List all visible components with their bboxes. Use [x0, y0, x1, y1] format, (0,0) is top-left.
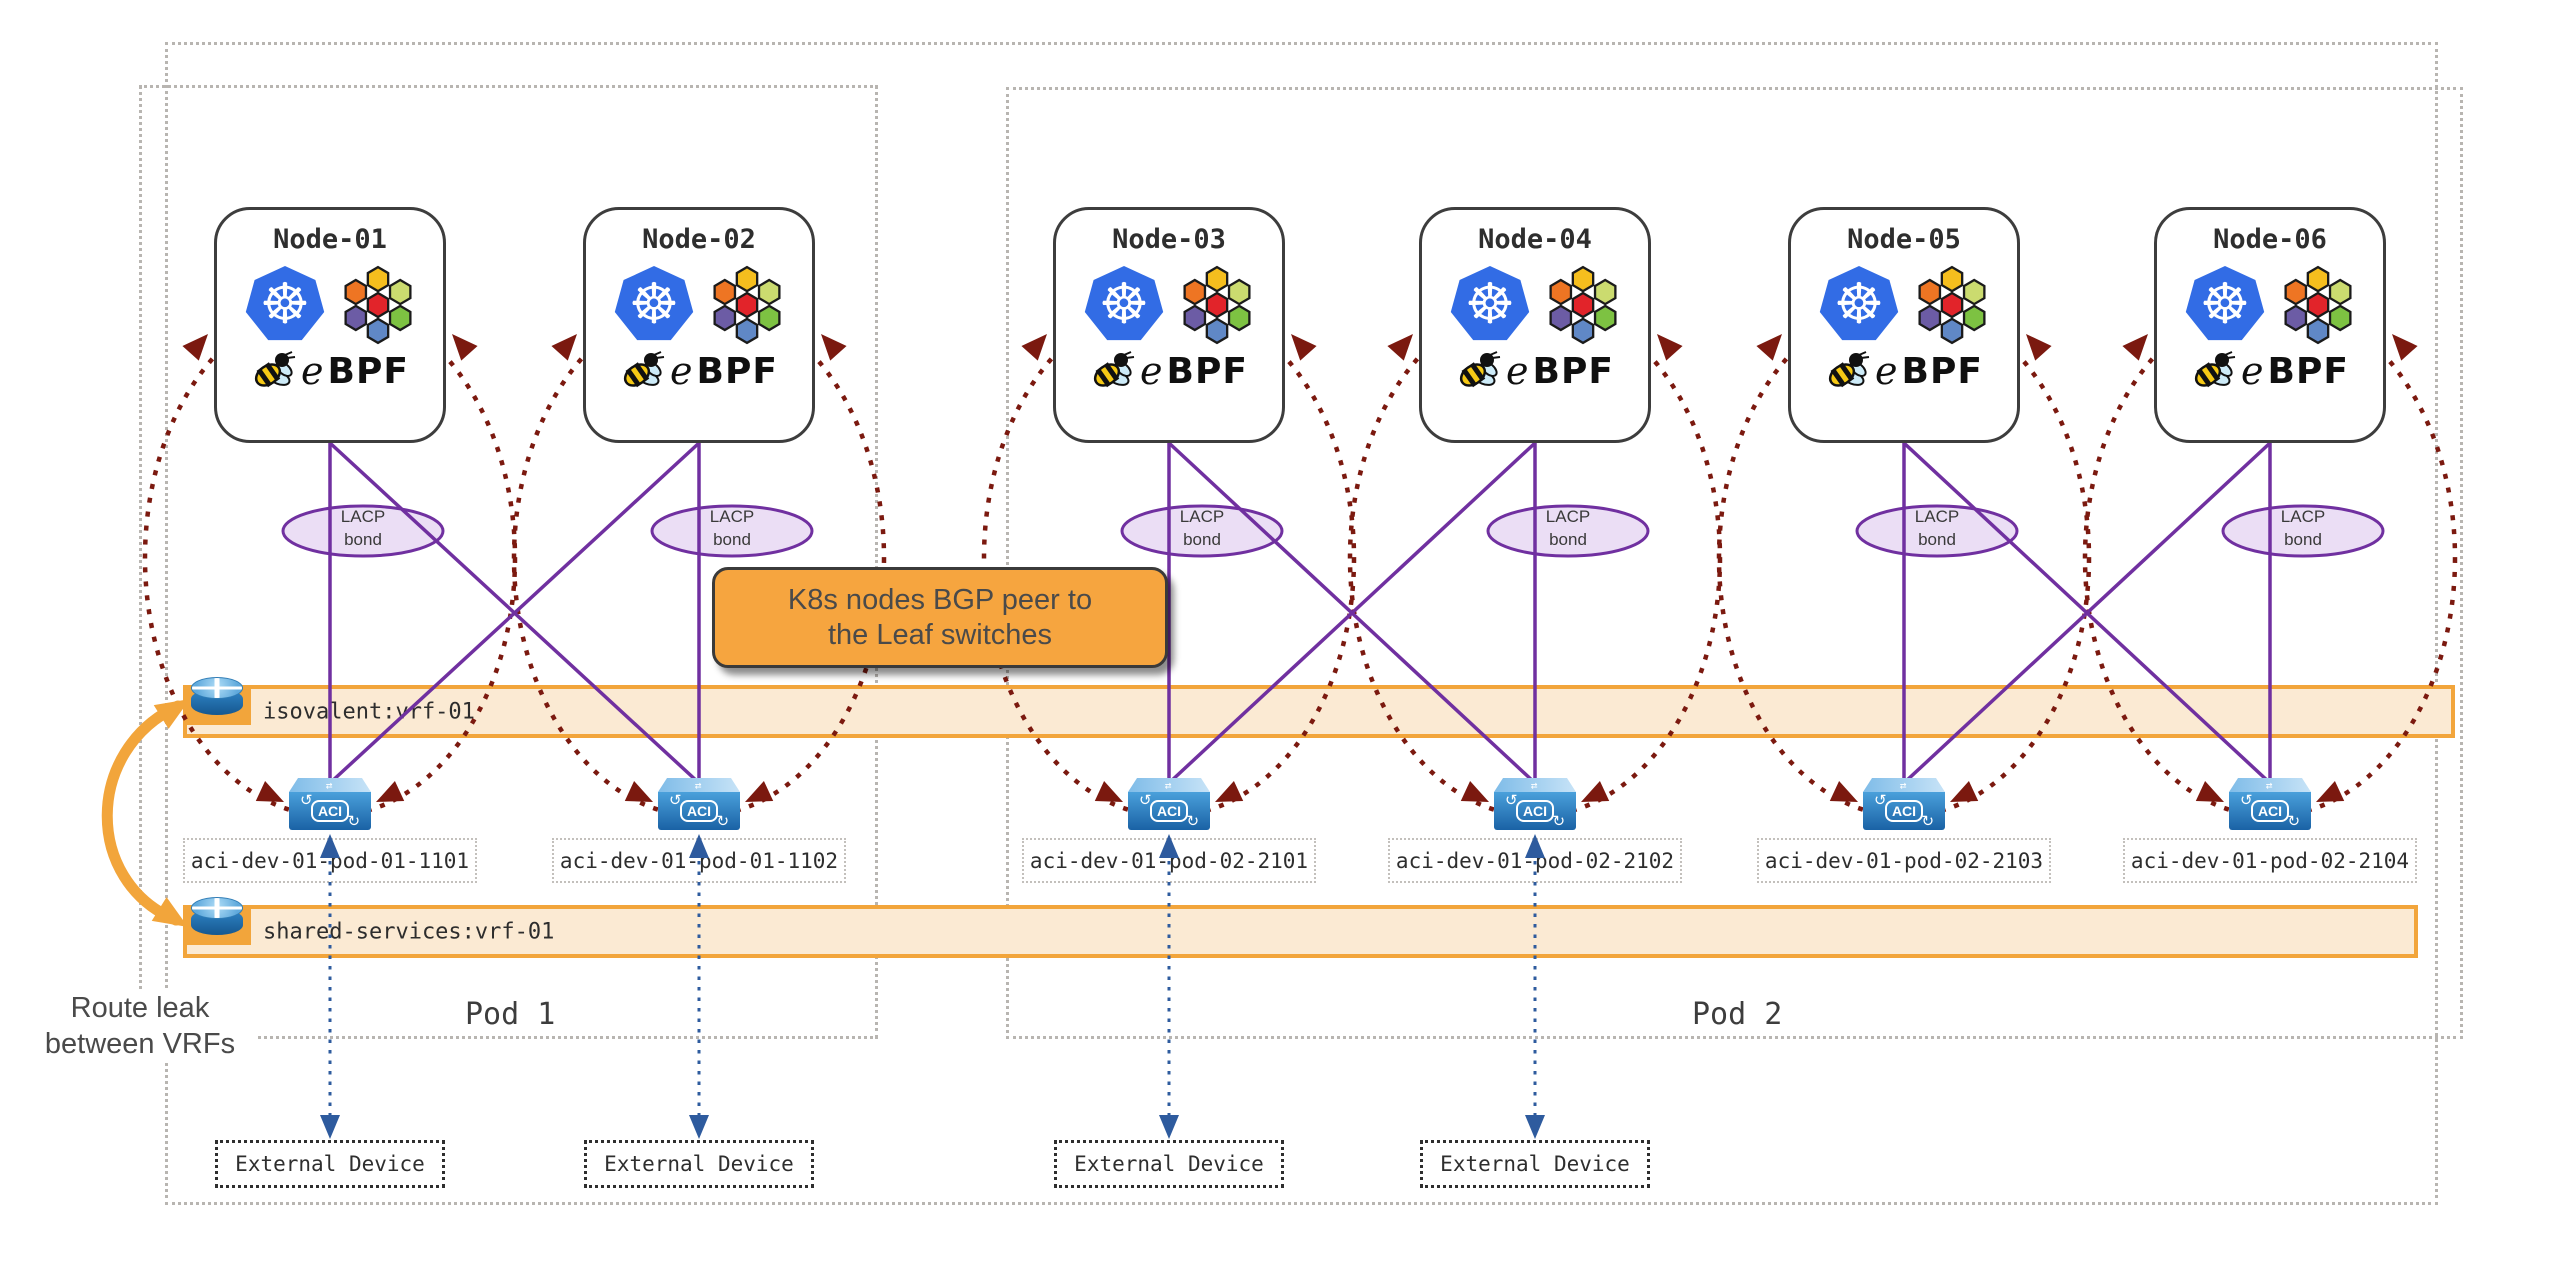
ebpf-logo-bpf: BPF	[1532, 350, 1614, 392]
external-device-box: External Device	[1054, 1140, 1284, 1188]
ebpf-logo-bpf: BPF	[2267, 350, 2349, 392]
node-title: Node-04	[1478, 224, 1592, 255]
switch-name-label: aci-dev-01-pod-02-2102	[1388, 838, 1682, 883]
bee-icon	[2194, 351, 2236, 388]
callout-line: the Leaf switches	[827, 618, 1053, 651]
bee-icon	[254, 351, 296, 388]
leaf-switch-icon: ⇄ACI	[1128, 778, 1210, 832]
ebpf-logo-e: e	[2241, 349, 2264, 393]
cilium-icon	[713, 265, 781, 345]
ebpf-logo-bpf: BPF	[327, 350, 409, 392]
aci-chip: ACI	[1874, 791, 1934, 832]
switch-name-label: aci-dev-01-pod-01-1101	[183, 838, 477, 883]
router-icon	[191, 897, 243, 941]
aci-chip: ACI	[2240, 791, 2300, 832]
cilium-icon	[344, 265, 412, 345]
cilium-icon	[1549, 265, 1617, 345]
ebpf-logo-e: e	[301, 349, 324, 393]
vrf-label: shared-services:vrf-01	[263, 919, 555, 944]
cilium-icon	[1918, 265, 1986, 345]
node-title: Node-06	[2213, 224, 2327, 255]
aci-chip: ACI	[1505, 791, 1565, 832]
kubernetes-icon	[1450, 266, 1530, 341]
pod1-label: Pod 1	[455, 997, 566, 1032]
vrf-label: isovalent:vrf-01	[263, 699, 475, 724]
pod2-label: Pod 2	[1682, 997, 1793, 1032]
switch-name-label: aci-dev-01-pod-01-1102	[552, 838, 846, 883]
aci-chip: ACI	[1139, 791, 1199, 832]
node-title: Node-05	[1847, 224, 1961, 255]
vrf-band-isovalent: isovalent:vrf-01	[183, 677, 2455, 738]
leaf-switch-icon: ⇄ACI	[1863, 778, 1945, 832]
switch-name-label: aci-dev-01-pod-02-2104	[2123, 838, 2417, 883]
aci-chip: ACI	[669, 791, 729, 832]
callout-line: K8s nodes BGP peer to	[787, 584, 1093, 617]
vrf-icon-frame	[183, 677, 251, 725]
ebpf-logo-bpf: BPF	[1901, 350, 1983, 392]
ebpf-logo-bpf: BPF	[1166, 350, 1248, 392]
vrf-band-shared-services: shared-services:vrf-01	[183, 897, 2418, 958]
router-icon	[191, 677, 243, 721]
cilium-icon	[1183, 265, 1251, 345]
kubernetes-icon	[2185, 266, 2265, 341]
ebpf-logo-e: e	[670, 349, 693, 393]
route-leak-label: Route leak between VRFs	[25, 990, 255, 1063]
leaf-switch-icon: ⇄ACI	[1494, 778, 1576, 832]
leaf-switch-icon: ⇄ACI	[658, 778, 740, 832]
bgp-peer-callout: K8s nodes BGP peer to the Leaf switches	[712, 567, 1168, 668]
external-device-box: External Device	[584, 1140, 814, 1188]
ebpf-logo-e: e	[1875, 349, 1898, 393]
bee-icon	[1093, 351, 1135, 388]
kubernetes-icon	[1819, 266, 1899, 341]
node-title: Node-02	[642, 224, 756, 255]
kubernetes-icon	[245, 266, 325, 341]
vrf-icon-frame	[183, 897, 251, 945]
kubernetes-icon	[1084, 266, 1164, 341]
leaf-switch-icon: ⇄ACI	[2229, 778, 2311, 832]
cilium-icon	[2284, 265, 2352, 345]
ebpf-logo-bpf: BPF	[696, 350, 778, 392]
leaf-switch-icon: ⇄ACI	[289, 778, 371, 832]
ebpf-logo-e: e	[1506, 349, 1529, 393]
bee-icon	[1459, 351, 1501, 388]
switch-name-label: aci-dev-01-pod-02-2103	[1757, 838, 2051, 883]
external-device-box: External Device	[215, 1140, 445, 1188]
node-title: Node-03	[1112, 224, 1226, 255]
kubernetes-icon	[614, 266, 694, 341]
external-device-box: External Device	[1420, 1140, 1650, 1188]
ebpf-logo-e: e	[1140, 349, 1163, 393]
bee-icon	[623, 351, 665, 388]
aci-chip: ACI	[300, 791, 360, 832]
node-title: Node-01	[273, 224, 387, 255]
switch-name-label: aci-dev-01-pod-02-2101	[1022, 838, 1316, 883]
bee-icon	[1828, 351, 1870, 388]
node-box: Node-01	[214, 207, 446, 443]
